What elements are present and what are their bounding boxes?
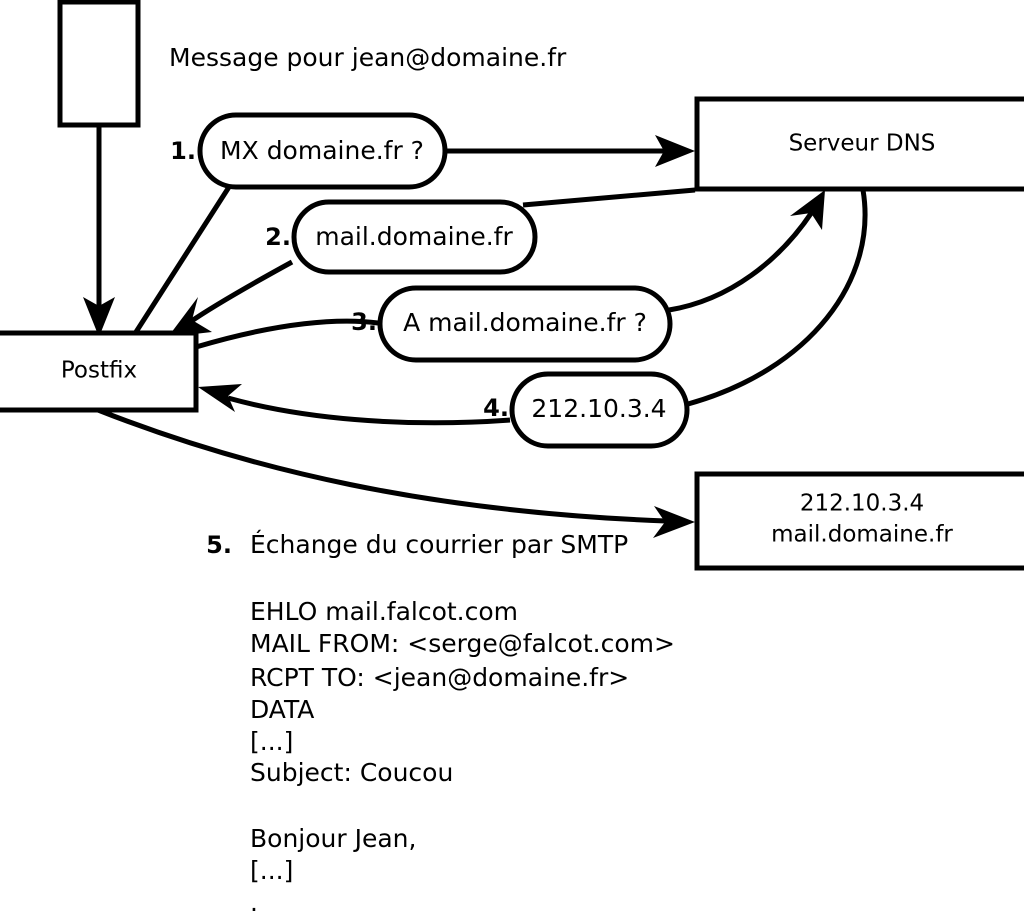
step-1-number: 1. bbox=[170, 137, 196, 165]
step-1-label: MX domaine.fr ? bbox=[220, 136, 424, 165]
edge-step1-to-dns bbox=[447, 135, 695, 167]
step-2-number: 2. bbox=[265, 223, 291, 251]
postfix-label: Postfix bbox=[61, 358, 137, 384]
smtp-line-2: RCPT TO: <jean@domaine.fr> bbox=[250, 663, 629, 692]
edge-dns-to-step2 bbox=[522, 187, 696, 208]
dns-server-label: Serveur DNS bbox=[789, 131, 936, 157]
edge-step3-to-dns bbox=[668, 190, 825, 313]
edge-step4-to-postfix bbox=[198, 384, 511, 426]
step-5-number: 5. bbox=[206, 531, 232, 559]
step-3-label: A mail.domaine.fr ? bbox=[403, 308, 647, 337]
step-4-group[interactable]: 4. 212.10.3.4 bbox=[483, 371, 690, 449]
smtp-line-1: MAIL FROM: <serge@falcot.com> bbox=[250, 629, 675, 658]
arrowhead-step1-to-dns bbox=[655, 135, 695, 167]
smtp-transcript: EHLO mail.falcot.com MAIL FROM: <serge@f… bbox=[250, 597, 675, 917]
edge-client-to-postfix bbox=[83, 126, 115, 337]
smtp-line-8: [...] bbox=[250, 856, 293, 885]
step-4-number: 4. bbox=[483, 394, 509, 422]
edge-postfix-to-step1 bbox=[133, 185, 232, 334]
smtp-line-3: DATA bbox=[250, 695, 314, 724]
edge-postfix-to-step3 bbox=[195, 318, 379, 350]
arrowhead-step3-to-dns bbox=[790, 190, 825, 230]
smtp-line-0: EHLO mail.falcot.com bbox=[250, 597, 518, 626]
remote-mail-server-box[interactable]: 212.10.3.4 mail.domaine.fr bbox=[694, 471, 1024, 571]
smtp-line-10: . bbox=[250, 888, 258, 917]
postfix-box[interactable]: Postfix bbox=[0, 330, 199, 413]
dns-server-box[interactable]: Serveur DNS bbox=[694, 96, 1024, 192]
arrowhead-client-to-postfix bbox=[83, 297, 115, 337]
step-3-group[interactable]: 3. A mail.domaine.fr ? bbox=[351, 285, 673, 363]
smtp-line-5: Subject: Coucou bbox=[250, 758, 453, 787]
arrowhead-postfix-to-remote bbox=[653, 506, 695, 538]
step-2-label: mail.domaine.fr bbox=[315, 222, 513, 251]
edge-postfix-to-remote bbox=[97, 407, 695, 538]
step-4-label: 212.10.3.4 bbox=[531, 394, 666, 423]
smtp-line-7: Bonjour Jean, bbox=[250, 824, 416, 853]
step-1-group[interactable]: 1. MX domaine.fr ? bbox=[170, 112, 448, 190]
arrowhead-step2-to-postfix bbox=[168, 297, 212, 337]
mail-client-box[interactable] bbox=[57, 0, 141, 128]
remote-mail-server-hostname: mail.domaine.fr bbox=[771, 522, 953, 548]
page-title: Message pour jean@domaine.fr bbox=[169, 43, 567, 72]
step-5-label: Échange du courrier par SMTP bbox=[250, 530, 628, 559]
remote-mail-server-ip: 212.10.3.4 bbox=[800, 491, 924, 517]
arrowhead-step4-to-postfix bbox=[198, 384, 242, 412]
edge-step2-to-postfix bbox=[168, 259, 294, 337]
smtp-line-4: [...] bbox=[250, 727, 293, 756]
edge-dns-to-step4 bbox=[687, 189, 868, 407]
step-2-group[interactable]: 2. mail.domaine.fr bbox=[265, 199, 538, 275]
step-3-number: 3. bbox=[351, 308, 377, 336]
